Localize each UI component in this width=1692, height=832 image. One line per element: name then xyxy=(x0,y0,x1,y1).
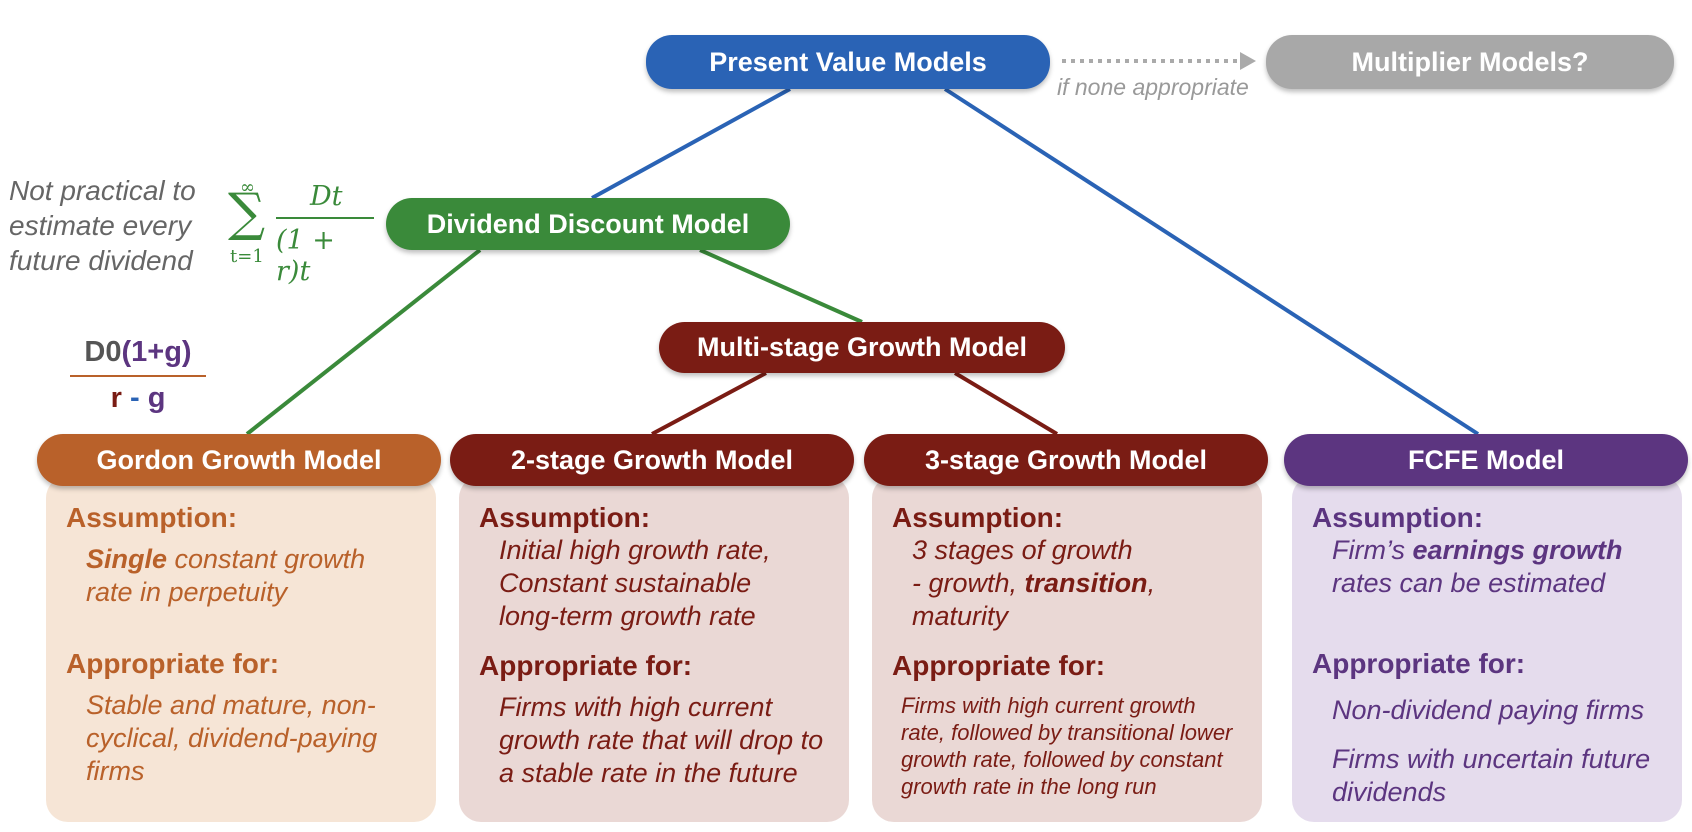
assumption-heading: Assumption: xyxy=(66,502,238,533)
appropriate-line: Firms with high current growth xyxy=(901,693,1196,718)
appropriate-heading: Appropriate for: xyxy=(479,650,693,681)
gordon-fraction-bar xyxy=(70,375,206,377)
appropriate-line: cyclical, dividend-paying xyxy=(86,723,378,753)
sum-upper-limit: ∞ xyxy=(240,177,255,198)
multiplier-models-label: Multiplier Models? xyxy=(1351,46,1589,77)
appropriate-line: firms xyxy=(86,756,145,786)
assumption-line: rates can be estimated xyxy=(1332,568,1606,598)
note-line: Not practical to xyxy=(9,175,196,206)
appropriate-line: growth rate that will drop to xyxy=(499,725,824,755)
assumption-heading: Assumption: xyxy=(479,502,651,533)
appropriate-text: Non-dividend paying firms Firms with unc… xyxy=(1332,694,1682,809)
fcfe-model-node[interactable]: FCFE Model xyxy=(1284,434,1688,486)
gordon-minus: - xyxy=(129,382,140,414)
formula-denominator: (1 + r)t xyxy=(276,225,335,287)
assumption-emphasis: earnings growth xyxy=(1412,535,1623,565)
gordon-card: Assumption: Single constant growth rate … xyxy=(46,476,436,822)
multi-stage-growth-model-node[interactable]: Multi-stage Growth Model xyxy=(659,322,1065,373)
gordon-growth-factor: (1+g) xyxy=(121,336,192,368)
gordon-d0: D0 xyxy=(84,336,122,368)
fcfe-model-label: FCFE Model xyxy=(1408,444,1564,475)
assumption-heading: Assumption: xyxy=(1312,502,1484,533)
assumption-text: Single constant growth rate in perpetuit… xyxy=(86,543,436,609)
appropriate-text: Firms with high current growth rate, fol… xyxy=(901,692,1262,800)
edge-ddm-gordon xyxy=(245,248,482,436)
present-value-models-label: Present Value Models xyxy=(709,46,987,77)
gordon-growth-model-node[interactable]: Gordon Growth Model xyxy=(37,434,441,486)
assumption-line: long-term growth rate xyxy=(499,601,756,631)
assumption-line: Constant sustainable xyxy=(499,568,752,598)
appropriate-line: growth rate in the long run xyxy=(901,774,1157,799)
assumption-prefix: Firm’s xyxy=(1332,535,1413,565)
appropriate-text: Stable and mature, non- cyclical, divide… xyxy=(86,689,436,788)
edge-multistage-3stage xyxy=(953,371,1059,436)
appropriate-heading: Appropriate for: xyxy=(892,650,1106,681)
appropriate-line: growth rate, followed by constant xyxy=(901,747,1223,772)
gordon-g: g xyxy=(147,382,166,414)
dividend-discount-model-label: Dividend Discount Model xyxy=(426,208,750,239)
three-stage-growth-model-node[interactable]: 3-stage Growth Model xyxy=(864,434,1268,486)
assumption-line: maturity xyxy=(912,601,1009,631)
multiplier-models-node[interactable]: Multiplier Models? xyxy=(1266,35,1674,89)
assumption-suffix: , xyxy=(1147,568,1156,598)
assumption-line: rate in perpetuity xyxy=(86,577,288,607)
three-stage-card: Assumption: 3 stages of growth - growth,… xyxy=(872,476,1262,822)
appropriate-line: Stable and mature, non- xyxy=(86,690,376,720)
appropriate-line: Non-dividend paying firms xyxy=(1332,695,1645,725)
appropriate-line: Firms with uncertain future xyxy=(1332,744,1651,774)
assumption-prefix: - growth, xyxy=(912,568,1025,598)
present-value-models-node[interactable]: Present Value Models xyxy=(646,35,1050,89)
edge-label: if none appropriate xyxy=(1057,74,1249,100)
assumption-line: 3 stages of growth xyxy=(912,535,1133,565)
sum-lower-limit: t=1 xyxy=(230,246,264,267)
assumption-emphasis: transition xyxy=(1024,568,1148,598)
assumption-text: 3 stages of growth - growth, transition,… xyxy=(912,534,1262,633)
edge-multistage-2stage xyxy=(651,371,767,436)
impracticality-note: Not practical to estimate every future d… xyxy=(9,173,196,278)
assumption-text: Firm’s earnings growth rates can be esti… xyxy=(1332,534,1682,600)
assumption-text: Initial high growth rate, Constant susta… xyxy=(499,534,849,633)
appropriate-heading: Appropriate for: xyxy=(66,648,280,679)
appropriate-line: dividends xyxy=(1332,777,1447,807)
multi-stage-growth-model-label: Multi-stage Growth Model xyxy=(697,332,1027,362)
arrowhead xyxy=(1240,52,1256,70)
assumption-heading: Assumption: xyxy=(892,502,1064,533)
appropriate-line: rate, followed by transitional lower xyxy=(901,720,1233,745)
note-line: future dividend xyxy=(9,245,193,276)
assumption-line: Initial high growth rate, xyxy=(499,535,771,565)
dividend-discount-model-node[interactable]: Dividend Discount Model xyxy=(386,198,790,250)
edge-pv-ddm xyxy=(591,87,791,200)
appropriate-line: a stable rate in the future xyxy=(499,758,798,788)
assumption-line: Firm’s earnings growth xyxy=(1332,534,1682,567)
sum-sign: ∑ xyxy=(228,183,266,243)
appropriate-heading: Appropriate for: xyxy=(1312,648,1526,679)
gordon-growth-model-label: Gordon Growth Model xyxy=(96,444,382,475)
assumption-emphasis: Single xyxy=(86,544,168,574)
gordon-formula: D0(1+g) r - g xyxy=(70,336,206,426)
two-stage-card: Assumption: Initial high growth rate, Co… xyxy=(459,476,849,822)
note-line: estimate every xyxy=(9,210,192,241)
two-stage-growth-model-node[interactable]: 2-stage Growth Model xyxy=(450,434,854,486)
fraction-bar xyxy=(276,217,374,219)
appropriate-text: Firms with high current growth rate that… xyxy=(499,691,849,790)
fcfe-card: Assumption: Firm’s earnings growth rates… xyxy=(1292,476,1682,822)
assumption-line: - growth, transition, xyxy=(912,567,1262,600)
assumption-line: Single constant growth xyxy=(86,543,436,576)
gordon-formula-denominator: r - g xyxy=(70,382,206,415)
edge-ddm-multistage xyxy=(699,248,863,324)
two-stage-growth-model-label: 2-stage Growth Model xyxy=(510,444,794,475)
three-stage-growth-model-label: 3-stage Growth Model xyxy=(924,444,1208,475)
appropriate-line: Firms with high current xyxy=(499,692,773,722)
gordon-r: r xyxy=(110,382,122,414)
assumption-rest: constant growth xyxy=(167,544,366,574)
formula-numerator: Dt xyxy=(310,181,343,212)
ddm-formula: ∞ ∑ t=1 Dt (1 + r)t xyxy=(226,177,376,287)
edge-pv-fcfe xyxy=(943,87,1480,436)
gordon-formula-numerator: D0(1+g) xyxy=(70,336,206,369)
